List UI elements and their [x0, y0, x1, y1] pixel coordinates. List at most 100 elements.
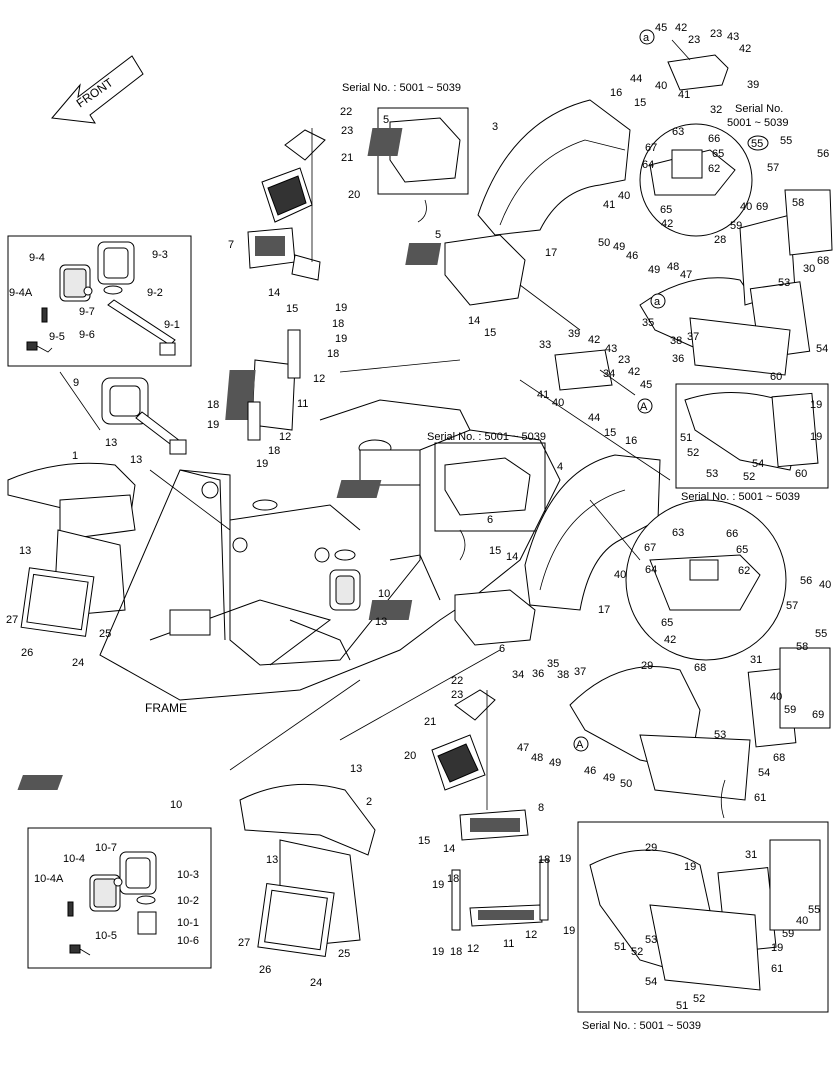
- label-61b: 61: [771, 963, 783, 975]
- label-13b: 13: [130, 454, 142, 466]
- label-50b: 50: [620, 778, 632, 790]
- label-34a: 34: [603, 368, 615, 380]
- label-6b: 6: [499, 643, 505, 655]
- label-2: 2: [366, 796, 372, 808]
- label-40h: 40: [796, 915, 808, 927]
- label-39b: 39: [568, 328, 580, 340]
- label-61a: 61: [754, 792, 766, 804]
- label-12d: 12: [525, 929, 537, 941]
- label-65b: 65: [660, 204, 672, 216]
- label-19i: 19: [810, 399, 822, 411]
- label-23e: 23: [451, 689, 463, 701]
- fender-1: [7, 462, 136, 637]
- label-44a: 44: [630, 73, 642, 85]
- label-4: 4: [557, 461, 563, 473]
- label-42e: 42: [628, 366, 640, 378]
- svg-text:a: a: [643, 32, 650, 44]
- label-53a: 53: [778, 277, 790, 289]
- label-52b: 52: [743, 471, 755, 483]
- label-9-5: 9-5: [49, 331, 65, 343]
- label-19d: 19: [256, 458, 268, 470]
- label-16b: 16: [625, 435, 637, 447]
- fender-3: [477, 99, 631, 236]
- serial-label-right: Serial No. : 5001 ~ 5039: [681, 491, 800, 503]
- label-15f: 15: [418, 835, 430, 847]
- callout-A-lower: A: [573, 736, 589, 752]
- label-19h: 19: [563, 925, 575, 937]
- label-24a: 24: [72, 657, 84, 669]
- label-20a: 20: [348, 189, 360, 201]
- label-59a: 59: [730, 220, 742, 232]
- label-27b: 27: [238, 937, 250, 949]
- label-44b: 44: [588, 412, 600, 424]
- label-12a: 12: [313, 373, 325, 385]
- label-19c: 19: [207, 419, 219, 431]
- label-10-4: 10-4: [63, 853, 85, 865]
- label-18d: 18: [268, 445, 280, 457]
- label-15e: 15: [489, 545, 501, 557]
- label-40d: 40: [552, 397, 564, 409]
- label-65d: 65: [661, 617, 673, 629]
- callout-A-upper: A: [637, 398, 653, 414]
- label-27a: 27: [6, 614, 18, 626]
- inset-box-9: [7, 235, 192, 367]
- label-15d: 15: [604, 427, 616, 439]
- label-56b: 56: [800, 575, 812, 587]
- label-42f: 42: [664, 634, 676, 646]
- label-19g: 19: [432, 946, 444, 958]
- label-47b: 47: [517, 742, 529, 754]
- label-52c: 52: [631, 946, 643, 958]
- label-17a: 17: [545, 247, 557, 259]
- callout-55: 55: [747, 135, 769, 151]
- label-18g: 18: [450, 946, 462, 958]
- step-assembly-8: [431, 689, 549, 931]
- label-19j: 19: [810, 431, 822, 443]
- label-40b: 40: [618, 190, 630, 202]
- label-46a: 46: [626, 250, 638, 262]
- frame-label: FRAME: [145, 701, 187, 715]
- label-14b: 14: [468, 315, 480, 327]
- inset-box-lower-right: [577, 821, 829, 1013]
- label-26b: 26: [259, 964, 271, 976]
- label-18a: 18: [332, 318, 344, 330]
- label-12b: 12: [279, 431, 291, 443]
- label-25b: 25: [338, 948, 350, 960]
- label-55c: 55: [808, 904, 820, 916]
- label-38b: 38: [557, 669, 569, 681]
- label-55b: 55: [815, 628, 827, 640]
- label-60b: 60: [795, 468, 807, 480]
- label-35b: 35: [547, 658, 559, 670]
- fender-2: [17, 775, 376, 957]
- label-23a: 23: [341, 125, 353, 137]
- serial-label-middle: Serial No. : 5001 ~ 5039: [427, 431, 546, 443]
- label-31b: 31: [745, 849, 757, 861]
- label-63a: 63: [672, 126, 684, 138]
- bracket-32: [667, 39, 729, 91]
- label-32: 32: [710, 104, 722, 116]
- label-68c: 68: [773, 752, 785, 764]
- label-21a: 21: [341, 152, 353, 164]
- label-64a: 64: [642, 159, 654, 171]
- label-66b: 66: [726, 528, 738, 540]
- label-15a: 15: [286, 303, 298, 315]
- detail-circle-middle: [625, 499, 787, 661]
- label-18f: 18: [538, 854, 550, 866]
- label-29b: 29: [645, 842, 657, 854]
- label-54d: 54: [645, 976, 657, 988]
- label-13e: 13: [350, 763, 362, 775]
- label-10-5: 10-5: [95, 930, 117, 942]
- svg-text:a: a: [654, 296, 661, 308]
- label-62b: 62: [738, 565, 750, 577]
- label-42c: 42: [661, 218, 673, 230]
- svg-text:A: A: [576, 739, 584, 751]
- label-42a: 42: [675, 22, 687, 34]
- label-54a: 54: [816, 343, 828, 355]
- serial-label-top-right-1: Serial No.: [735, 103, 783, 115]
- label-42b: 42: [739, 43, 751, 55]
- label-5b: 5: [435, 229, 441, 241]
- label-34b: 34: [512, 669, 524, 681]
- part-9-assembly: [101, 377, 187, 455]
- front-arrow: FRONT: [51, 55, 144, 124]
- label-13d: 13: [375, 616, 387, 628]
- label-10-1: 10-1: [177, 917, 199, 929]
